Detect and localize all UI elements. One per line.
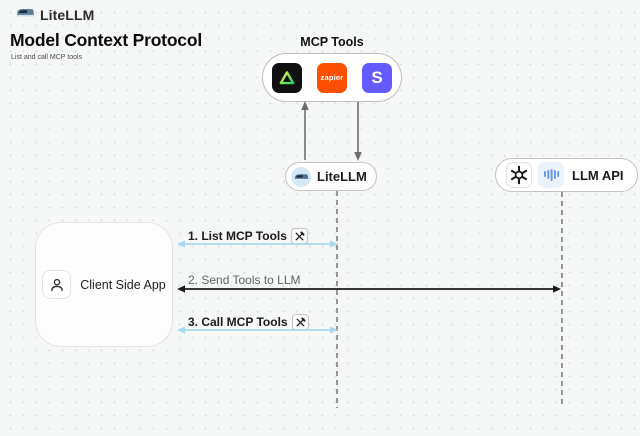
flow-3-arrow — [176, 323, 339, 341]
zapier-wordmark: zapier — [320, 73, 344, 82]
litellm-train-icon — [291, 166, 311, 187]
llm-api-node-label: LLM API — [572, 167, 624, 183]
flow-1-arrow — [176, 237, 339, 255]
litellm-lifeline — [336, 191, 338, 408]
green-triangle-tool-icon — [272, 62, 302, 93]
flow-2-label: 2. Send Tools to LLM — [188, 273, 301, 287]
flow-2-arrow — [176, 282, 562, 300]
llm-api-node: LLM API — [495, 158, 638, 192]
page-subtitle: List and call MCP tools — [11, 54, 83, 61]
page-title: Model Context Protocol — [10, 30, 202, 50]
client-side-app-node: Client Side App — [35, 222, 173, 347]
stripe-icon: S — [362, 62, 392, 93]
arrow-down-icon — [351, 100, 365, 167]
stripe-letter: S — [371, 67, 383, 87]
hammer-wrench-icon — [290, 228, 308, 244]
litellm-node: LiteLLM — [285, 162, 377, 191]
litellm-node-label: LiteLLM — [317, 169, 367, 184]
litellm-logo-icon — [16, 6, 35, 24]
flow-3-label: 3. Call MCP Tools — [188, 314, 309, 330]
zapier-icon: zapier — [317, 62, 347, 93]
client-node-label: Client Side App — [80, 277, 166, 292]
llm-api-lifeline — [561, 192, 563, 408]
arrow-up-icon — [298, 100, 312, 167]
brand-label: LiteLLM — [40, 7, 95, 23]
hammer-wrench-icon — [291, 314, 309, 330]
brand: LiteLLM — [16, 6, 94, 24]
llm-bars-icon — [538, 162, 564, 188]
person-icon — [42, 270, 72, 299]
mcp-tools-box: zapier S — [262, 53, 402, 102]
openai-icon — [506, 162, 532, 188]
flow-1-label: 1. List MCP Tools — [188, 228, 308, 244]
mcp-tools-label: MCP Tools — [300, 35, 364, 49]
